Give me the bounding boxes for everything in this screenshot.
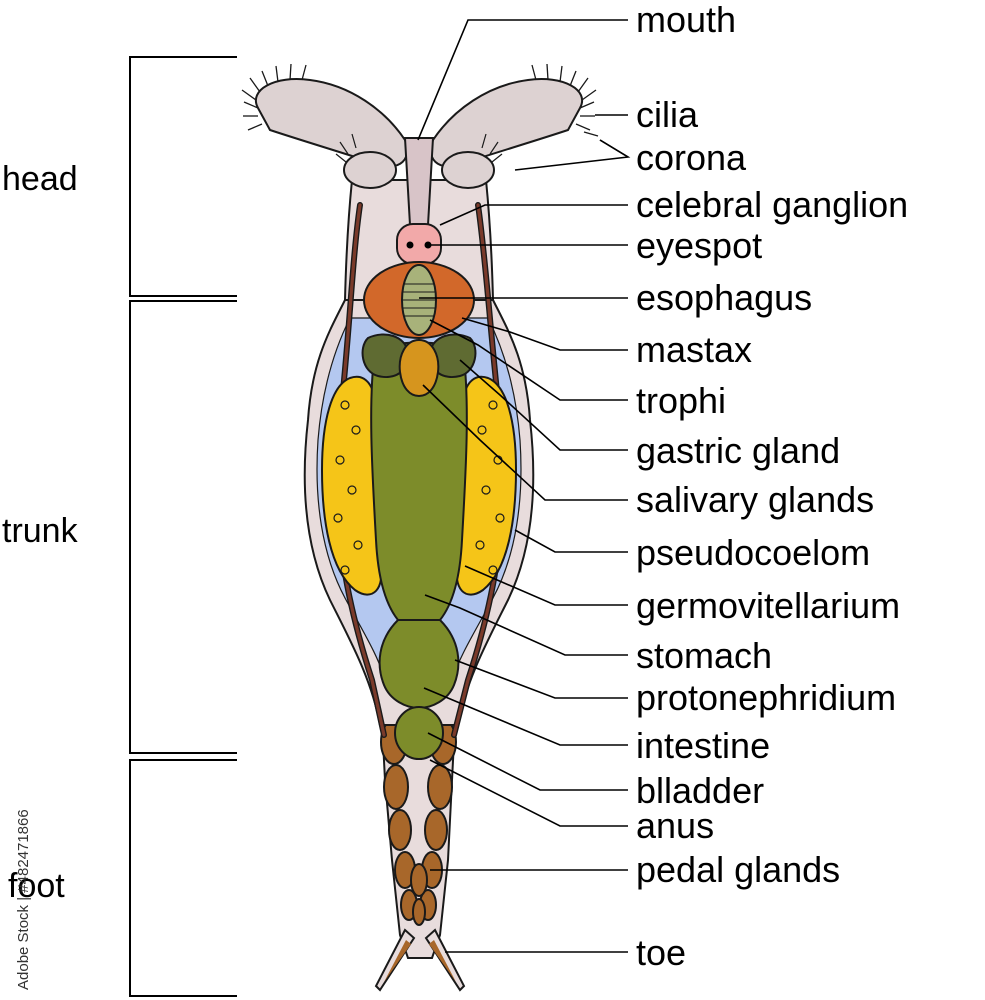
leader-gastric-gland — [459, 359, 628, 451]
leader-celebral-ganglion — [439, 204, 628, 226]
label-germovitellarium: germovitellarium — [636, 585, 900, 626]
section-label-head: head — [2, 160, 78, 198]
head-bracket — [129, 56, 237, 297]
intestine — [378, 619, 460, 710]
salivary-gland — [398, 338, 440, 398]
leader-salivary-glands — [422, 384, 628, 501]
structure-labels: mouth cilia corona celebral ganglion eye… — [636, 0, 908, 973]
section-brackets — [129, 56, 237, 997]
foot-bracket — [129, 759, 237, 997]
label-cilia: cilia — [636, 94, 699, 135]
leader-mastax — [461, 317, 628, 351]
toe-right-inner — [429, 940, 456, 982]
toe-right — [424, 928, 466, 992]
pedal-glands — [380, 719, 457, 926]
corona-left-lobe — [343, 151, 397, 189]
cilia-left — [241, 63, 307, 131]
corona-right-disc — [430, 78, 583, 168]
leader-germovitellarium — [464, 565, 628, 606]
celebral-ganglion — [396, 223, 442, 265]
label-eyespot: eyespot — [636, 225, 762, 266]
leader-lines — [417, 19, 631, 953]
label-mouth: mouth — [636, 0, 736, 40]
corona-left-disc — [255, 78, 408, 168]
stock-id-watermark: Adobe Stock | #482471866 — [15, 809, 32, 990]
label-pedal-glands: pedal glands — [636, 849, 840, 890]
label-stomach: stomach — [636, 635, 772, 676]
eyespot-left — [406, 241, 414, 249]
label-pseudocoelom: pseudocoelom — [636, 532, 870, 573]
label-intestine: intestine — [636, 725, 770, 766]
label-esophagus: esophagus — [636, 277, 812, 318]
label-toe: toe — [636, 932, 686, 973]
leader-trophi — [429, 319, 628, 401]
bladder — [394, 706, 444, 760]
rotifer-body — [241, 63, 599, 992]
label-gastric-gland: gastric gland — [636, 430, 840, 471]
corona-right-lobe — [441, 151, 495, 189]
toe-left — [374, 928, 416, 992]
label-protonephridium: protonephridium — [636, 677, 896, 718]
toe-left-inner — [384, 940, 411, 982]
trunk-bracket — [129, 300, 237, 754]
section-label-foot: foot — [8, 867, 65, 905]
corona — [241, 63, 599, 189]
label-trophi: trophi — [636, 380, 726, 421]
section-label-trunk: trunk — [2, 512, 79, 550]
eyespot-right — [424, 241, 432, 249]
cilia-right — [531, 63, 599, 137]
label-corona: corona — [636, 137, 747, 178]
leader-corona-2 — [599, 139, 629, 158]
leader-mouth — [417, 19, 628, 141]
leader-corona — [514, 139, 631, 171]
leader-bladder — [427, 732, 628, 791]
leader-pseudocoelom — [514, 529, 628, 553]
mouth-funnel — [403, 137, 435, 226]
label-bladder: blladder — [636, 770, 764, 811]
trophi-ridges — [403, 283, 435, 317]
leader-stomach — [424, 594, 628, 656]
label-anus: anus — [636, 805, 714, 846]
label-mastax: mastax — [636, 329, 752, 370]
leader-anus — [429, 759, 628, 827]
label-salivary-glands: salivary glands — [636, 479, 874, 520]
label-celebral-ganglion: celebral ganglion — [636, 184, 908, 225]
leader-intestine — [423, 687, 628, 746]
leader-protonephridium — [454, 659, 628, 699]
